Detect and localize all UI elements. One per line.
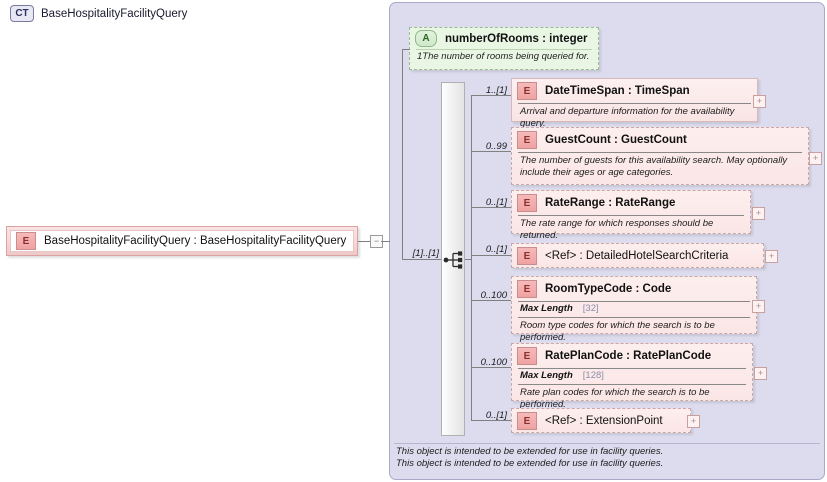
- complextype-doc-line-0: This object is intended to be extended f…: [396, 446, 664, 457]
- cardinality-particle-1: 0..99: [485, 141, 507, 152]
- particle-box-roomtypecode[interactable]: E RoomTypeCode : Code Max Length [32] Ro…: [511, 276, 757, 343]
- connector-root-to-button: [358, 241, 370, 242]
- attribute-documentation: 1The number of rooms being queried for.: [417, 51, 594, 62]
- particle-separator-4a: [518, 301, 750, 302]
- element-badge: E: [517, 412, 537, 430]
- attribute-occurrence: 1: [417, 51, 423, 62]
- particle-label-6: <Ref> : ExtensionPoint: [545, 415, 663, 427]
- cardinality-particle-6: 0..[1]: [485, 410, 507, 421]
- attribute-box-numberofrooms[interactable]: A numberOfRooms : integer 1The number of…: [409, 27, 599, 70]
- expand-button-datetimespan[interactable]: +: [753, 95, 766, 108]
- attribute-header: A numberOfRooms : integer: [410, 28, 598, 49]
- attribute-separator: [416, 49, 592, 50]
- element-badge: E: [517, 247, 537, 265]
- connector-to-particle-3: [471, 255, 511, 256]
- complextype-badge: CT: [10, 5, 34, 22]
- particle-label-5: RatePlanCode : RatePlanCode: [545, 350, 712, 362]
- expand-button-ref-extensionpoint[interactable]: +: [687, 415, 700, 428]
- element-badge: E: [16, 232, 36, 250]
- particle-label-0: DateTimeSpan : TimeSpan: [545, 85, 690, 97]
- particle-documentation-4: Room type codes for which the search is …: [520, 320, 715, 343]
- connector-to-particle-0: [471, 95, 511, 96]
- facet-value-4: [32]: [582, 303, 599, 314]
- element-badge: E: [517, 82, 537, 100]
- particle-header-5: E RatePlanCode : RatePlanCode: [512, 344, 752, 368]
- particle-header-4: E RoomTypeCode : Code: [512, 277, 756, 301]
- connector-to-particle-5: [471, 367, 511, 368]
- particle-box-rateplancode[interactable]: E RatePlanCode : RatePlanCode Max Length…: [511, 343, 753, 410]
- particle-separator-5b: [518, 384, 746, 385]
- particle-label-1: GuestCount : GuestCount: [545, 134, 687, 146]
- expand-button-roomtypecode[interactable]: +: [752, 300, 765, 313]
- particle-box-ref-extensionpoint[interactable]: E <Ref> : ExtensionPoint: [511, 408, 691, 433]
- cardinality-particle-2: 0..[1]: [485, 197, 507, 208]
- cardinality-particle-3: 0..[1]: [485, 244, 507, 255]
- connector-to-compositor: [402, 259, 442, 260]
- connector-to-particle-6: [471, 420, 511, 421]
- cardinality-particle-4: 0..100: [480, 290, 507, 301]
- particle-separator-5a: [518, 368, 746, 369]
- element-badge: E: [517, 131, 537, 149]
- element-badge: E: [517, 280, 537, 298]
- particle-facet-4: Max Length [32]: [520, 303, 750, 314]
- particle-box-datetimespan[interactable]: E DateTimeSpan : TimeSpan Arrival and de…: [511, 78, 758, 129]
- connector-spine-vertical: [402, 49, 403, 249]
- particle-label-4: RoomTypeCode : Code: [545, 283, 672, 295]
- connector-to-particle-1: [471, 151, 511, 152]
- particle-header-3: E <Ref> : DetailedHotelSearchCriteria: [512, 244, 763, 268]
- complextype-documentation: This object is intended to be extended f…: [396, 446, 818, 469]
- attribute-label: numberOfRooms : integer: [445, 32, 588, 45]
- facet-name-5: Max Length: [520, 370, 573, 381]
- sequence-icon: [443, 251, 463, 269]
- footer-separator: [394, 443, 820, 444]
- particle-box-guestcount[interactable]: E GuestCount : GuestCount The number of …: [511, 127, 809, 185]
- particle-documentation-2: The rate range for which responses shoul…: [520, 218, 714, 241]
- particle-header-6: E <Ref> : ExtensionPoint: [512, 409, 690, 433]
- particle-documentation-0: Arrival and departure information for th…: [520, 106, 735, 129]
- element-badge: E: [517, 347, 537, 365]
- complextype-title-label: BaseHospitalityFacilityQuery: [41, 7, 188, 20]
- expand-button-guestcount[interactable]: +: [809, 152, 822, 165]
- particle-facet-5: Max Length [128]: [520, 370, 746, 381]
- connector-to-particle-4: [471, 300, 511, 301]
- particle-box-raterange[interactable]: E RateRange : RateRange The rate range f…: [511, 190, 751, 241]
- connector-button-to-ct: [381, 241, 390, 242]
- particle-box-ref-detailedhotelsearchcriteria[interactable]: E <Ref> : DetailedHotelSearchCriteria: [511, 243, 764, 268]
- element-badge: E: [517, 194, 537, 212]
- particle-separator-0: [518, 103, 751, 104]
- attribute-badge: A: [415, 30, 437, 47]
- particle-label-2: RateRange : RateRange: [545, 197, 676, 209]
- particle-separator-4b: [518, 317, 750, 318]
- root-element-label: BaseHospitalityFacilityQuery : BaseHospi…: [44, 235, 347, 247]
- facet-value-5: [128]: [582, 370, 604, 381]
- connector-particle-spine: [471, 95, 472, 420]
- facet-name-4: Max Length: [520, 303, 573, 314]
- particle-documentation-1: The number of guests for this availabili…: [520, 155, 788, 178]
- complextype-doc-line-1: This object is intended to be extended f…: [396, 457, 664, 469]
- cardinality-particle-5: 0..100: [480, 357, 507, 368]
- complextype-title: CT BaseHospitalityFacilityQuery: [10, 5, 187, 22]
- particle-header-2: E RateRange : RateRange: [512, 191, 750, 215]
- connector-compositor-out: [465, 259, 471, 260]
- expand-button-rateplancode[interactable]: +: [754, 367, 767, 380]
- particle-header-0: E DateTimeSpan : TimeSpan: [512, 79, 757, 103]
- root-element-inner: E BaseHospitalityFacilityQuery : BaseHos…: [10, 230, 354, 252]
- connector-to-particle-2: [471, 207, 511, 208]
- connector-spine-lower: [402, 249, 403, 260]
- particle-label-3: <Ref> : DetailedHotelSearchCriteria: [545, 250, 729, 262]
- particle-separator-2: [518, 215, 744, 216]
- expand-button-ref-detailedhotelsearchcriteria[interactable]: +: [765, 250, 778, 263]
- particle-documentation-5: Rate plan codes for which the search is …: [520, 387, 710, 410]
- connector-to-attribute: [402, 49, 410, 50]
- attribute-doc-text: The number of rooms being queried for.: [422, 51, 590, 62]
- root-element-box[interactable]: E BaseHospitalityFacilityQuery : BaseHos…: [6, 226, 358, 256]
- expand-button-raterange[interactable]: +: [752, 207, 765, 220]
- particle-separator-1: [518, 152, 802, 153]
- cardinality-particle-0: 1..[1]: [485, 85, 507, 96]
- compositor-cardinality: [1]..[1]: [412, 248, 439, 259]
- particle-header-1: E GuestCount : GuestCount: [512, 128, 808, 152]
